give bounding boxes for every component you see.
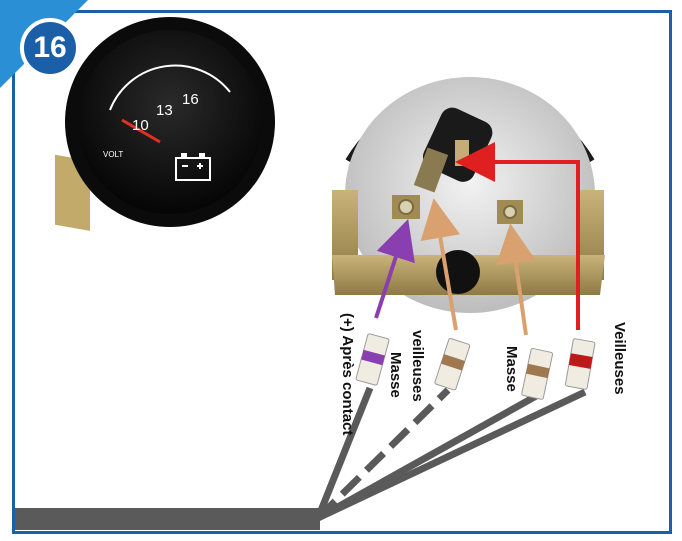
- gauge-scale-10: 10: [132, 117, 149, 134]
- connector-apres-contact: [356, 333, 390, 385]
- label-masse: Masse: [503, 346, 520, 392]
- gauge-scale-16: 16: [182, 91, 199, 108]
- label-veilleuses: Veilleuses: [611, 322, 628, 395]
- gauge-scale-13: 13: [156, 102, 173, 119]
- connector-veilleuses: [565, 338, 595, 389]
- gauge-rear: [332, 77, 605, 313]
- connector-masse-veilleuses: [434, 338, 470, 390]
- label-apres-contact: (+) Après contact: [339, 313, 356, 435]
- label-masse-veilleuses-line1: Masse: [387, 352, 404, 398]
- gauge-front: 10 13 16 VOLT: [55, 17, 275, 231]
- connector-masse: [521, 348, 552, 400]
- wire-harness: [15, 388, 585, 530]
- gauge-face: [78, 30, 262, 214]
- gauge-unit-label: VOLT: [103, 150, 123, 159]
- label-masse-veilleuses-line2: veilleuses: [409, 330, 426, 402]
- harness-trunk: [15, 508, 320, 530]
